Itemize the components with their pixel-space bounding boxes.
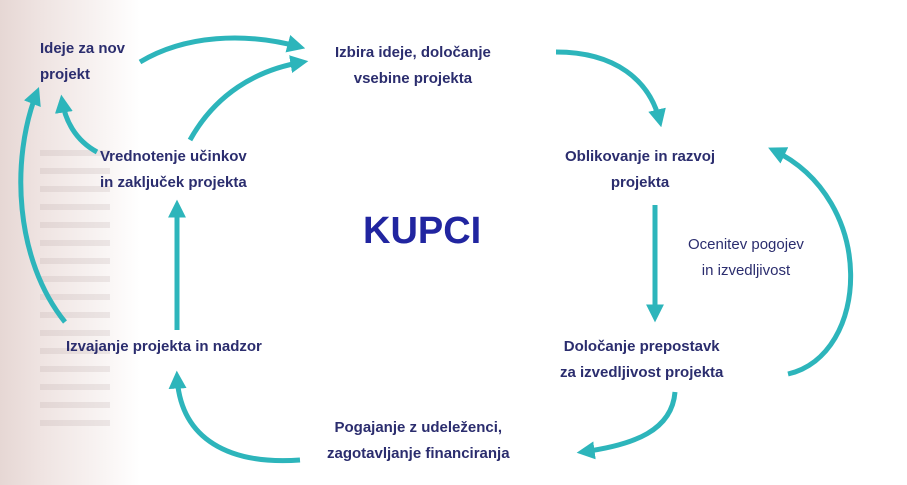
node-assumptions: Določanje prepostavk za izvedljivost pro… bbox=[560, 334, 723, 386]
node-ideas-line1: Ideje za nov bbox=[40, 40, 126, 57]
node-evaluation-line1: Vrednotenje učinkov bbox=[100, 148, 247, 165]
center-label: KUPCI bbox=[363, 210, 482, 252]
node-selection: Izbira ideje, določanje vsebine projekta bbox=[335, 40, 491, 92]
node-evaluation: Vrednotenje učinkov in zaključek projekt… bbox=[100, 144, 247, 196]
node-selection-line2: vsebine projekta bbox=[353, 70, 473, 87]
node-ideas-line2: projekt bbox=[40, 66, 91, 83]
side-label-feasibility: Ocenitev pogojev in izvedljivost bbox=[688, 232, 804, 284]
node-design-line1: Oblikovanje in razvoj bbox=[565, 148, 716, 165]
node-negotiation-line1: Pogajanje z udeleženci, bbox=[334, 419, 503, 436]
node-negotiation-line2: zagotavljanje financiranja bbox=[327, 445, 510, 462]
node-execution: Izvajanje projekta in nadzor bbox=[66, 334, 262, 360]
node-negotiation: Pogajanje z udeleženci, zagotavljanje fi… bbox=[327, 415, 510, 467]
node-assumptions-line2: za izvedljivost projekta bbox=[560, 364, 724, 381]
arrow-assumptions-to-negotiation bbox=[576, 391, 678, 460]
node-design: Oblikovanje in razvoj projekta bbox=[565, 144, 715, 196]
arrow-negotiation-to-execution bbox=[168, 370, 301, 464]
node-execution-line1: Izvajanje projekta in nadzor bbox=[66, 338, 262, 355]
node-ideas: Ideje za nov projekt bbox=[40, 36, 125, 88]
arrow-execution-to-ideas bbox=[18, 86, 67, 324]
arrow-ideas-to-selection bbox=[138, 35, 306, 65]
node-selection-line1: Izbira ideje, določanje bbox=[335, 44, 491, 61]
node-design-line2: projekta bbox=[610, 174, 670, 191]
node-evaluation-line2: in zaključek projekta bbox=[100, 174, 247, 191]
arrow-selection-to-design bbox=[555, 49, 666, 128]
arrow-evaluation-to-ideas bbox=[54, 94, 99, 155]
side-label-line2: in izvedljivost bbox=[701, 262, 791, 279]
scanned-page-shadow bbox=[0, 0, 140, 485]
node-assumptions-line1: Določanje prepostavk bbox=[563, 338, 720, 355]
arrow-assumptions-to-design bbox=[768, 147, 854, 377]
side-label-line1: Ocenitev pogojev bbox=[688, 236, 804, 253]
arrow-evaluation-to-selection bbox=[187, 55, 309, 142]
